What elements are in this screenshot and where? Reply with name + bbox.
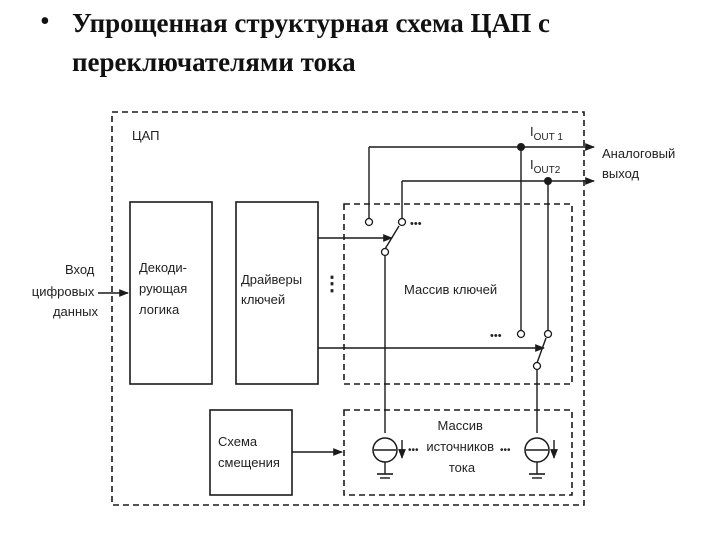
source-ellipsis-right: ••• [500,445,511,456]
switch-n [516,329,553,433]
bullet-icon: • [40,6,50,37]
dac-boundary [111,111,585,506]
switch-ellipsis-bottom: ••• [490,330,502,342]
current-sources-label: Массив источников тока [426,418,497,475]
current-source-1 [372,437,406,479]
switch-ellipsis-top: ••• [410,218,422,230]
dac-label: ЦАП [132,128,160,143]
switch-array-label: Массив ключей [404,282,497,297]
decoder-label: Декоди- рующая логика [139,260,191,317]
decoder-block [129,201,213,385]
input-label: Вход цифровых данных [32,262,99,319]
slide-title: Упрощенная структурная схема ЦАП с перек… [72,8,551,77]
current-source-n [524,437,558,479]
analog-output-label: Аналоговый выход [602,146,679,181]
drivers-label: Драйверы ключей [241,272,306,307]
bias-block [209,409,293,496]
current-source-region [343,409,573,496]
bias-label: Схема смещения [218,434,280,470]
iout1-label: IOUT 1 [530,124,563,143]
iout1-junction [517,143,525,151]
source-ellipsis-left: ••• [408,445,419,456]
drivers-block [235,201,319,385]
switch-array-region [343,203,573,385]
switch-1 [364,217,407,433]
iout2-label: IOUT2 [530,157,561,176]
drivers-dots: ⋮ [322,273,342,295]
iout2-junction [544,177,552,185]
